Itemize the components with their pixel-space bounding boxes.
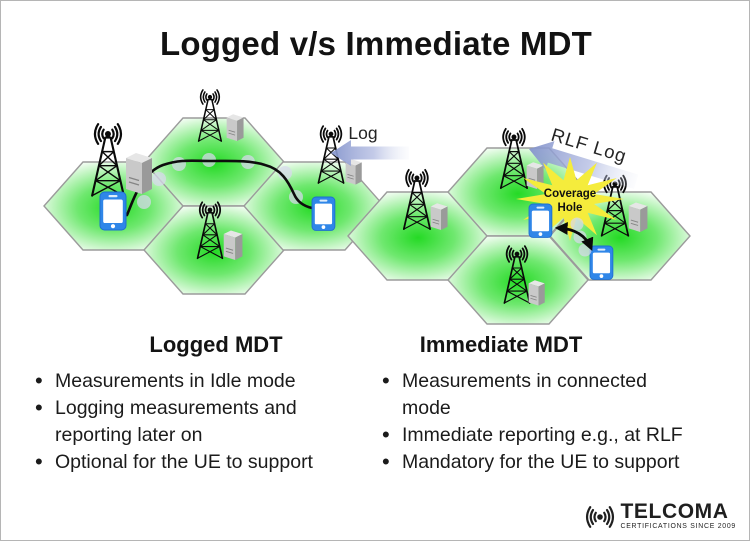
ue-phone-icon-rlf-target — [589, 245, 614, 280]
base-station-server-icon — [226, 113, 244, 142]
base-station-server-icon — [528, 279, 546, 307]
logged-trace-path — [125, 159, 314, 217]
base-station-server-icon — [628, 201, 648, 233]
log-arrow-label: Log — [348, 123, 377, 143]
log-arrow — [331, 140, 409, 166]
logged-item: Measurements in Idle mode — [34, 367, 368, 395]
immediate-item: Mandatory for the UE to support — [381, 448, 699, 476]
broadcast-icon — [586, 506, 615, 528]
ue-phone-icon-logged-end — [311, 196, 336, 231]
cell-hexagon-bottom-right — [447, 235, 589, 325]
telcoma-logo: TELCOMA CERTIFICATIONS SINCE 2009 — [582, 501, 736, 531]
immediate-mdt-list: Measurements in connected mode Immediate… — [381, 367, 699, 476]
coverage-hole-label-line2: Hole — [558, 202, 583, 214]
coverage-hole-label-line1: Coverage — [544, 188, 596, 200]
logged-mdt-list: Measurements in Idle mode Logging measur… — [34, 367, 368, 476]
rlf-handover-arrow — [554, 221, 594, 251]
logo-brand: TELCOMA — [620, 500, 729, 523]
immediate-item: Measurements in connected mode — [381, 367, 699, 422]
ue-phone-icon-rlf-source — [528, 203, 553, 238]
base-station-server-icon — [223, 229, 243, 261]
page-title: Logged v/s Immediate MDT — [159, 25, 593, 62]
coverage-hole-star — [516, 157, 624, 241]
logged-item: Optional for the UE to support — [34, 448, 368, 476]
immediate-mdt-heading: Immediate MDT — [419, 332, 583, 357]
base-station-server-icon — [430, 202, 448, 231]
ue-phone-icon-logged-start — [99, 191, 127, 231]
logged-item: Logging measurements and reporting later… — [34, 394, 368, 449]
immediate-item: Immediate reporting e.g., at RLF — [381, 421, 699, 449]
logo-tagline: CERTIFICATIONS SINCE 2009 — [620, 523, 736, 530]
rlf-log-arrow — [529, 141, 639, 189]
base-station-server-icon — [125, 152, 153, 195]
logged-mdt-heading: Logged MDT — [149, 332, 283, 357]
